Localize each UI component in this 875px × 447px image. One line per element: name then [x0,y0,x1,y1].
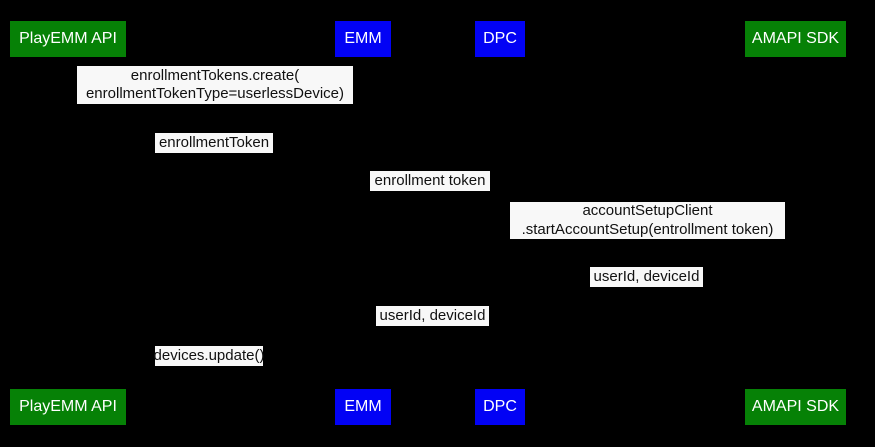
message-line: devices.update() [153,346,265,364]
message-line: .startAccountSetup(entrollment token) [521,220,774,238]
message-line: enrollmentToken [158,133,270,151]
message-line: enrollment token [374,171,486,189]
message-line: enrollmentTokens.create( [130,66,300,84]
message-start-account-setup: accountSetupClient .startAccountSetup(en… [510,202,785,239]
actor-label: DPC [483,398,517,415]
message-line: userId, deviceId [593,267,700,285]
actor-label: EMM [344,30,382,47]
actor-label: PlayEMM API [19,30,117,47]
actor-label: AMAPI SDK [751,398,840,415]
actor-playemm-api-bottom: PlayEMM API [10,389,126,425]
message-line: accountSetupClient [582,202,713,219]
actor-dpc-bottom: DPC [475,389,525,425]
actor-label: PlayEMM API [19,398,117,415]
message-enrollment-tokens-create: enrollmentTokens.create( enrollmentToken… [77,66,353,104]
actor-label: AMAPI SDK [751,30,840,47]
actor-emm-top: EMM [335,21,391,57]
actor-label: EMM [344,398,382,415]
actor-label: DPC [483,30,517,47]
message-line: userId, deviceId [379,306,486,324]
message-line: enrollmentTokenType=userlessDevice) [85,85,345,102]
message-enrollment-token-response: enrollmentToken [155,133,273,153]
message-enrollment-token-to-dpc: enrollment token [370,171,490,191]
actor-dpc-top: DPC [475,21,525,57]
actor-emm-bottom: EMM [335,389,391,425]
message-devices-update: devices.update() [153,346,265,366]
message-userid-deviceid-from-sdk: userId, deviceId [590,267,703,287]
actor-playemm-api-top: PlayEMM API [10,21,126,57]
actor-amapi-sdk-top: AMAPI SDK [745,21,846,57]
message-userid-deviceid-to-emm: userId, deviceId [376,306,489,326]
actor-amapi-sdk-bottom: AMAPI SDK [745,389,846,425]
